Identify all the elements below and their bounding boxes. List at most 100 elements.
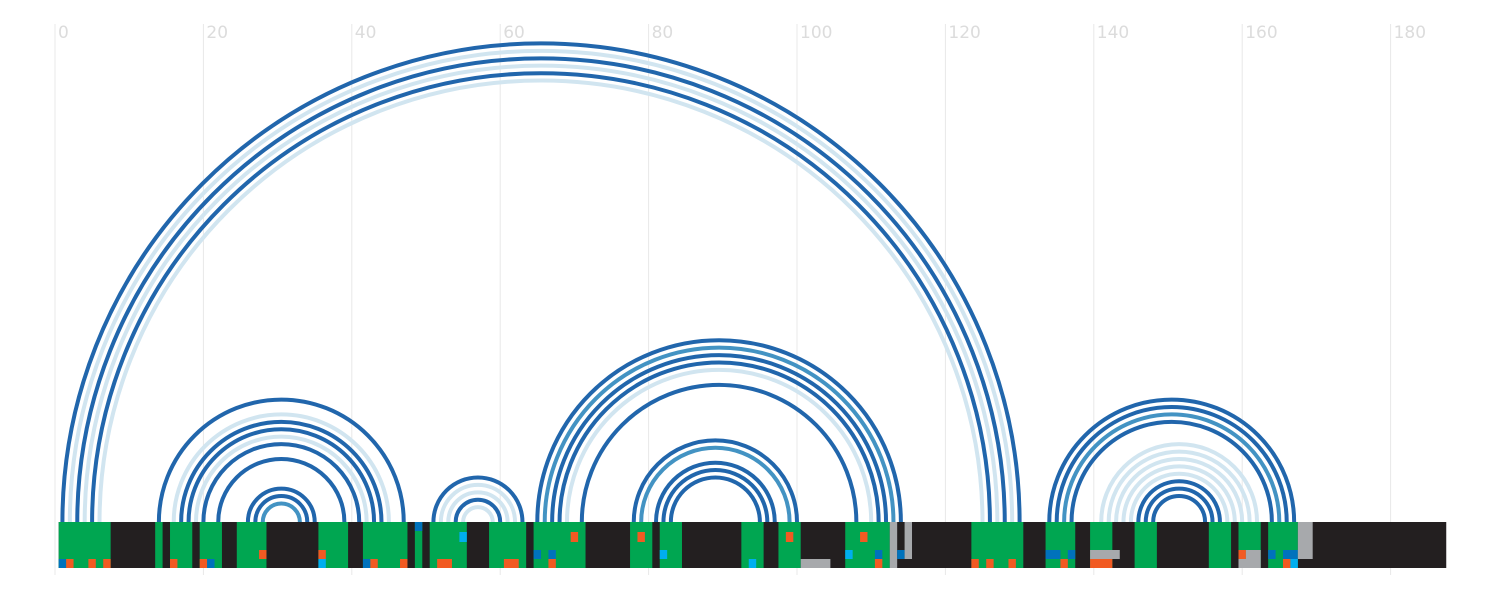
track-block <box>1208 522 1232 568</box>
arc-68-111 <box>557 360 881 523</box>
arc-82-96 <box>661 468 770 523</box>
track-mark <box>503 559 519 568</box>
track-block <box>1045 522 1076 568</box>
track-block <box>155 522 163 568</box>
arc-20-41 <box>201 442 362 523</box>
track-mark <box>1090 559 1113 568</box>
arc-66-113 <box>542 345 896 523</box>
tick-label: 120 <box>948 23 980 43</box>
track-mark <box>400 559 408 568</box>
arc-16-45 <box>171 412 391 523</box>
track-block <box>630 522 653 568</box>
arc-71-108 <box>579 382 859 523</box>
track-mark <box>889 559 898 568</box>
tick-label: 60 <box>503 23 525 43</box>
arc-6-125 <box>97 78 985 523</box>
track-mark <box>103 559 111 568</box>
arc-142-161 <box>1106 449 1252 523</box>
arc-52-62 <box>438 482 518 523</box>
arc-14-47 <box>156 397 406 523</box>
track-mark <box>889 522 898 559</box>
arc-3-128 <box>75 56 1007 523</box>
arc-65-114 <box>535 338 903 523</box>
track-mark <box>437 559 452 568</box>
track-mark <box>533 550 542 559</box>
track-mark <box>897 550 905 559</box>
arc-136-165 <box>1062 412 1282 523</box>
tick-label: 140 <box>1097 23 1129 43</box>
track-block <box>170 522 193 568</box>
arc-134-167 <box>1047 397 1297 523</box>
track-mark <box>1283 559 1291 568</box>
track-block <box>199 522 222 568</box>
arc-19-42 <box>193 434 369 523</box>
track-mark <box>845 550 853 559</box>
track-mark <box>971 559 979 568</box>
arc-2-129 <box>67 48 1015 523</box>
arc-54-60 <box>453 497 503 523</box>
track-mark <box>170 559 178 568</box>
arc-51-63 <box>431 475 525 523</box>
arc-5-126 <box>90 71 992 523</box>
track-mark <box>1283 550 1298 559</box>
arc-67-112 <box>550 353 889 523</box>
track-mark <box>874 550 883 559</box>
track-mark <box>362 559 371 568</box>
arcs <box>60 41 1297 523</box>
track-mark <box>659 550 668 559</box>
arc-81-97 <box>654 460 777 523</box>
arc-148-155 <box>1151 494 1208 523</box>
arc-53-61 <box>446 490 510 523</box>
arc-26-35 <box>245 486 317 523</box>
track-mark <box>860 532 868 542</box>
track-mark <box>1238 559 1261 568</box>
track-mark <box>986 559 994 568</box>
track-mark <box>207 559 215 568</box>
tick-label: 80 <box>652 23 674 43</box>
track-mark <box>800 559 831 568</box>
track-mark <box>874 559 883 568</box>
tick-label: 180 <box>1394 23 1426 43</box>
sequence-track <box>58 522 1447 568</box>
track-mark <box>1067 550 1076 559</box>
track-block <box>533 522 586 568</box>
arc-18-43 <box>186 427 377 523</box>
track-block <box>414 522 423 568</box>
track-mark <box>548 559 556 568</box>
track-mark <box>1297 522 1313 559</box>
tick-label: 160 <box>1245 23 1277 43</box>
track-block <box>845 522 890 568</box>
track-mark <box>570 532 579 542</box>
track-mark <box>66 559 74 568</box>
track-block <box>1134 522 1157 568</box>
track-mark <box>1290 559 1298 568</box>
track-mark <box>259 550 267 559</box>
track-mark <box>318 559 326 568</box>
track-mark <box>904 522 913 559</box>
track-mark <box>88 559 96 568</box>
arc-144-159 <box>1121 464 1237 523</box>
track-block <box>741 522 764 568</box>
arc-27-34 <box>253 494 310 523</box>
track-mark <box>1060 559 1068 568</box>
track-mark <box>199 559 208 568</box>
arc-79-99 <box>639 445 792 523</box>
track-mark <box>414 522 423 531</box>
track-mark <box>58 559 67 568</box>
track-mark <box>459 532 467 542</box>
track-mark <box>1268 550 1276 559</box>
arc-135-166 <box>1054 405 1289 523</box>
arc-78-100 <box>631 438 799 523</box>
arc-69-110 <box>564 367 874 523</box>
track-block <box>659 522 682 568</box>
track-mark <box>1245 550 1261 559</box>
track-mark <box>1238 550 1246 559</box>
arc-145-158 <box>1128 471 1230 523</box>
track-mark <box>1045 550 1061 559</box>
arc-22-39 <box>216 456 347 523</box>
arc-28-33 <box>260 501 302 523</box>
track-mark <box>318 550 326 559</box>
